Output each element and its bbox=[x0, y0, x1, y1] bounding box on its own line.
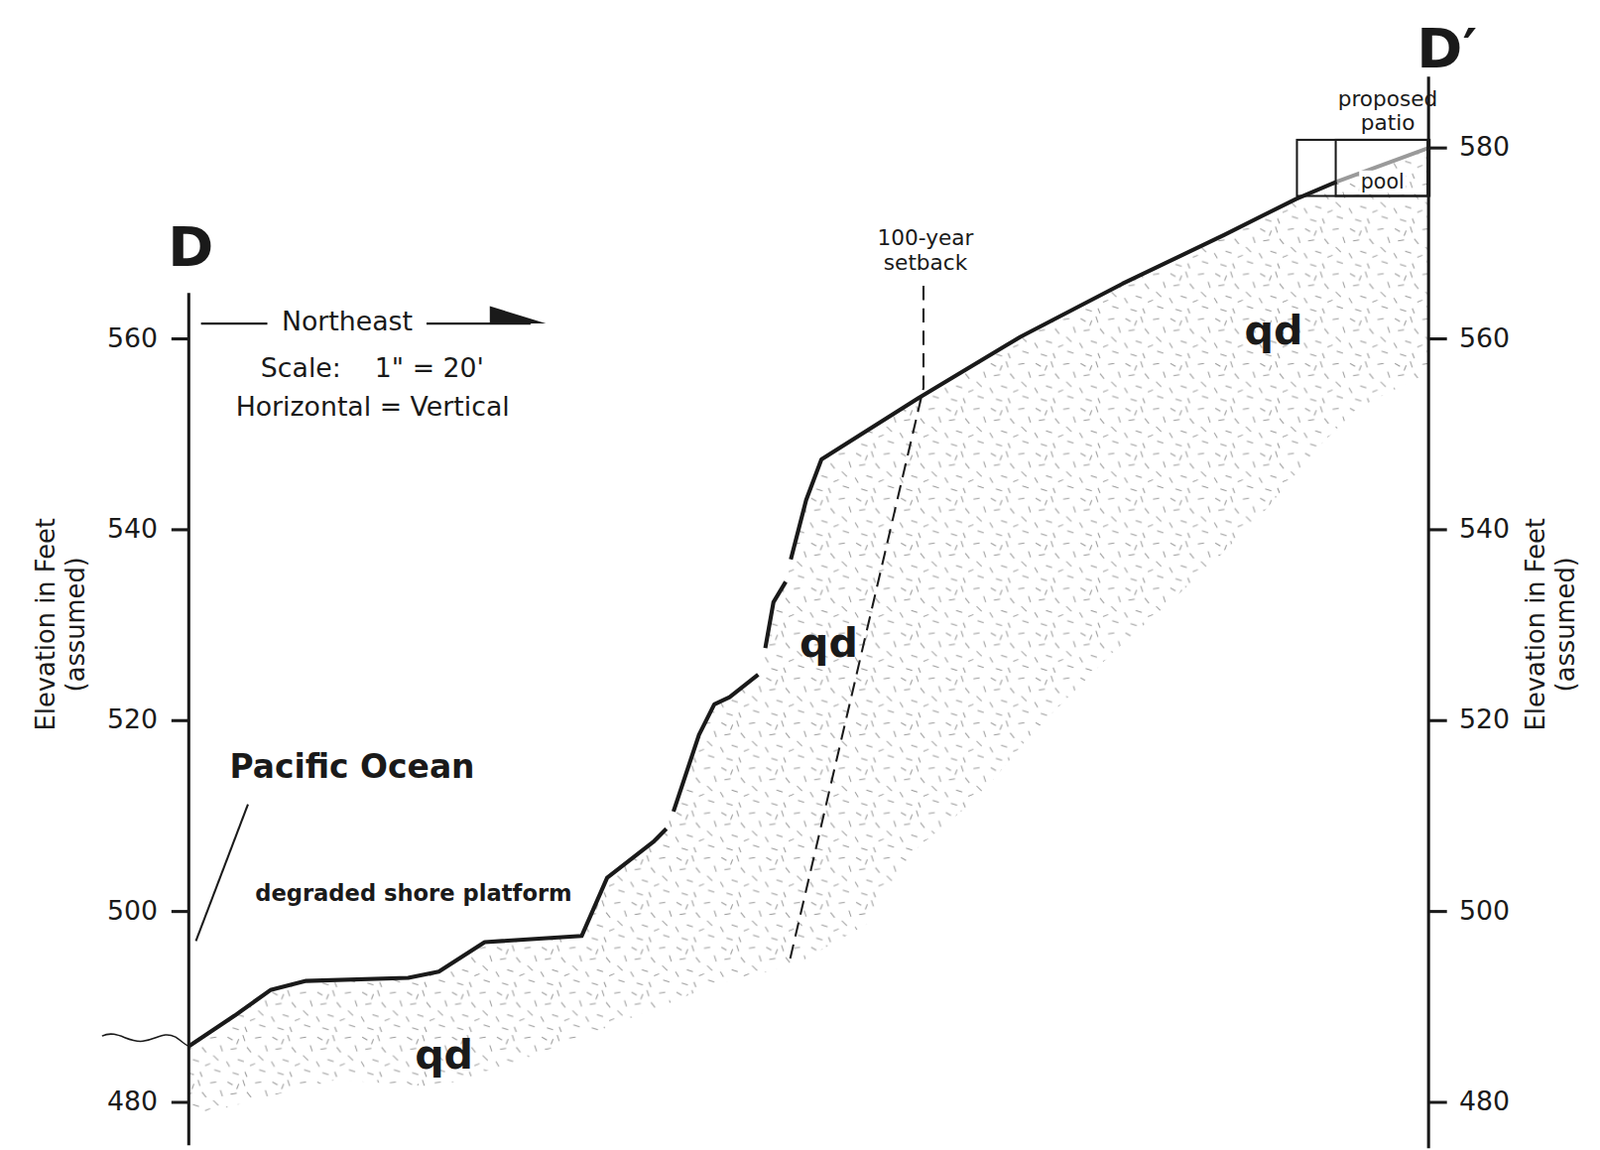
annotation: Horizontal = Vertical bbox=[236, 391, 510, 423]
annotation: Scale: 1" = 20' bbox=[260, 353, 485, 384]
axis-tick-label: 500 bbox=[107, 895, 158, 927]
annotation: Pacific Ocean bbox=[229, 747, 475, 786]
annotation: D′ bbox=[1416, 16, 1477, 81]
pool-box: pool bbox=[1335, 138, 1432, 198]
annotation: D bbox=[167, 216, 214, 280]
water-line bbox=[102, 1033, 189, 1046]
axis-tick-label: 560 bbox=[107, 323, 158, 355]
axis-tick-label: 480 bbox=[107, 1087, 158, 1118]
direction-arrowhead bbox=[490, 306, 547, 324]
unit-label: qd bbox=[799, 618, 859, 666]
node-label: proposed patio bbox=[1316, 87, 1460, 135]
axis-tick-label: 540 bbox=[107, 513, 158, 545]
axis-tick-label: 500 bbox=[1459, 895, 1510, 927]
annotation: 100-year setback bbox=[863, 225, 986, 275]
patio-box: proposed patiopool bbox=[1295, 138, 1429, 198]
axis bbox=[171, 76, 1448, 1148]
setback-line bbox=[788, 285, 924, 965]
axis-tick-label: 560 bbox=[1459, 323, 1510, 355]
ground-profile bbox=[188, 181, 1337, 1046]
node-label: pool bbox=[1358, 170, 1407, 194]
axis-tick-label: 480 bbox=[1459, 1087, 1510, 1118]
unit-label: qd bbox=[414, 1030, 474, 1078]
leader-line bbox=[196, 804, 248, 942]
axis-tick-label: 520 bbox=[1459, 705, 1510, 737]
direction-line bbox=[201, 322, 268, 325]
annotation: Northeast bbox=[281, 307, 413, 339]
annotation: degraded shore platform bbox=[254, 879, 573, 906]
unit-label: qd bbox=[1243, 306, 1303, 354]
axis-tick-label: 580 bbox=[1459, 132, 1510, 164]
axis-tick-label: 520 bbox=[107, 705, 158, 737]
annotation: Elevation in Feet (assumed) bbox=[1521, 511, 1581, 737]
axis-tick-label: 540 bbox=[1459, 513, 1510, 545]
annotation: Elevation in Feet (assumed) bbox=[31, 511, 91, 737]
qd-unit bbox=[188, 147, 1429, 1117]
